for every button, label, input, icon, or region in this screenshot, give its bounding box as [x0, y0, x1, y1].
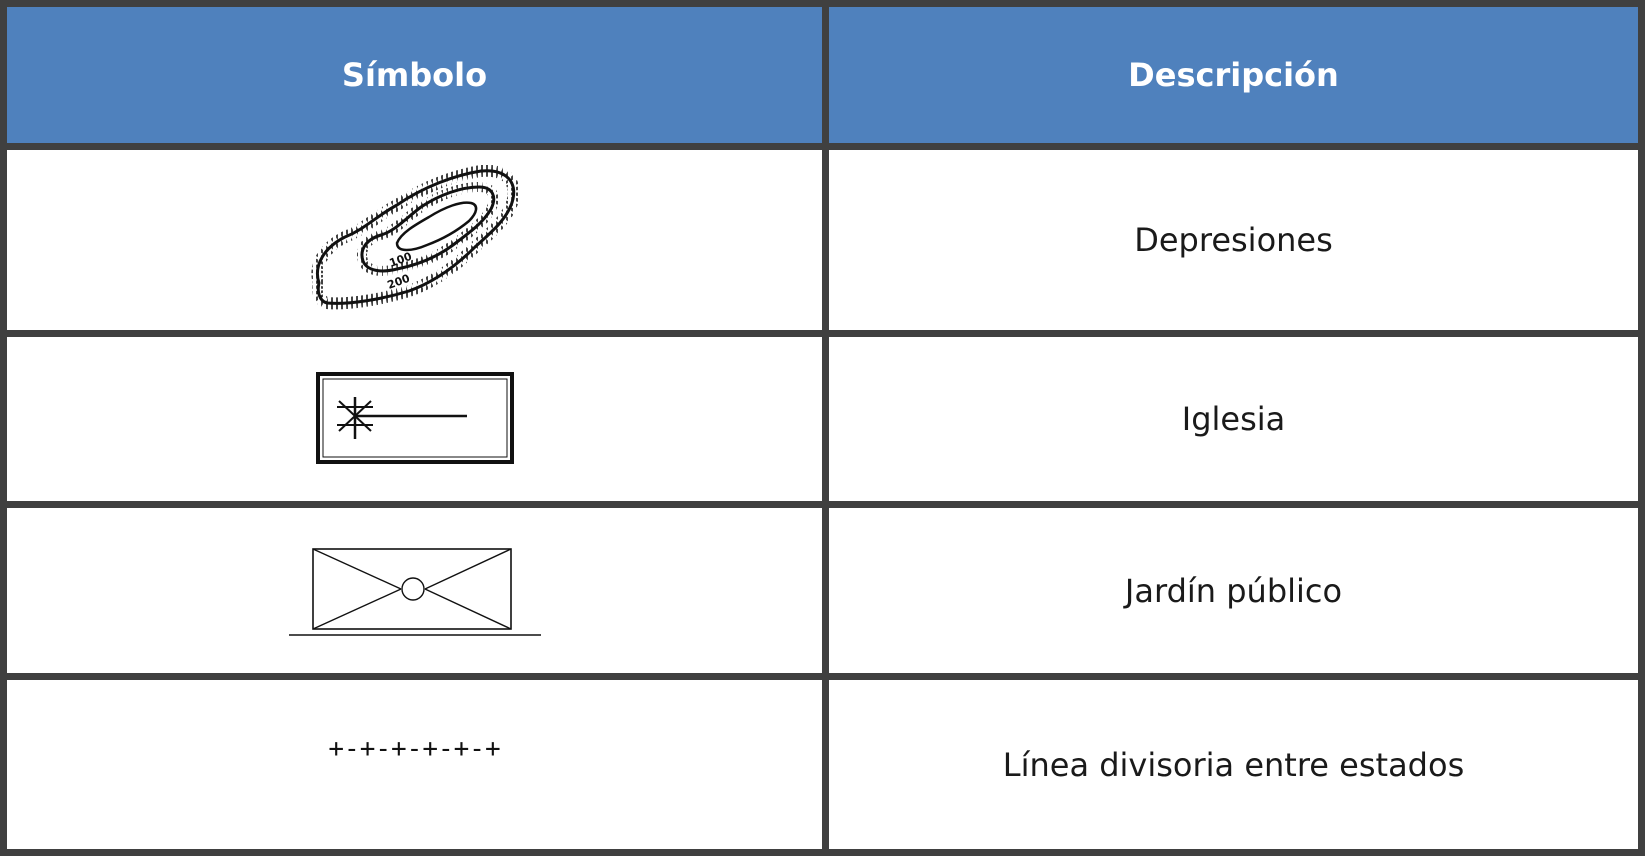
symbol-cell — [0, 329, 829, 509]
symbol-cell — [0, 501, 829, 681]
description-cell: Jardín público — [822, 501, 1645, 681]
depression-contour-icon: 100 200 — [311, 164, 520, 310]
church-icon — [315, 372, 514, 465]
description-cell: Iglesia — [822, 329, 1645, 509]
symbol-cell: +-+-+-+-+-+ — [0, 673, 829, 856]
table-row: 100 200 Depresiones — [0, 143, 1645, 337]
table-row: Jardín público — [0, 501, 1645, 681]
symbol-cell: 100 200 — [0, 143, 829, 337]
table-row: +-+-+-+-+-+ Línea divisoria entre estado… — [0, 673, 1645, 856]
table-row: Iglesia — [0, 329, 1645, 509]
public-garden-icon — [288, 547, 541, 636]
header-description: Descripción — [822, 0, 1645, 150]
description-cell: Línea divisoria entre estados — [822, 673, 1645, 856]
header-symbol: Símbolo — [0, 0, 829, 150]
header-row: Símbolo Descripción — [0, 0, 1645, 150]
state-boundary-line-icon: +-+-+-+-+-+ — [328, 733, 501, 764]
description-cell: Depresiones — [822, 143, 1645, 337]
